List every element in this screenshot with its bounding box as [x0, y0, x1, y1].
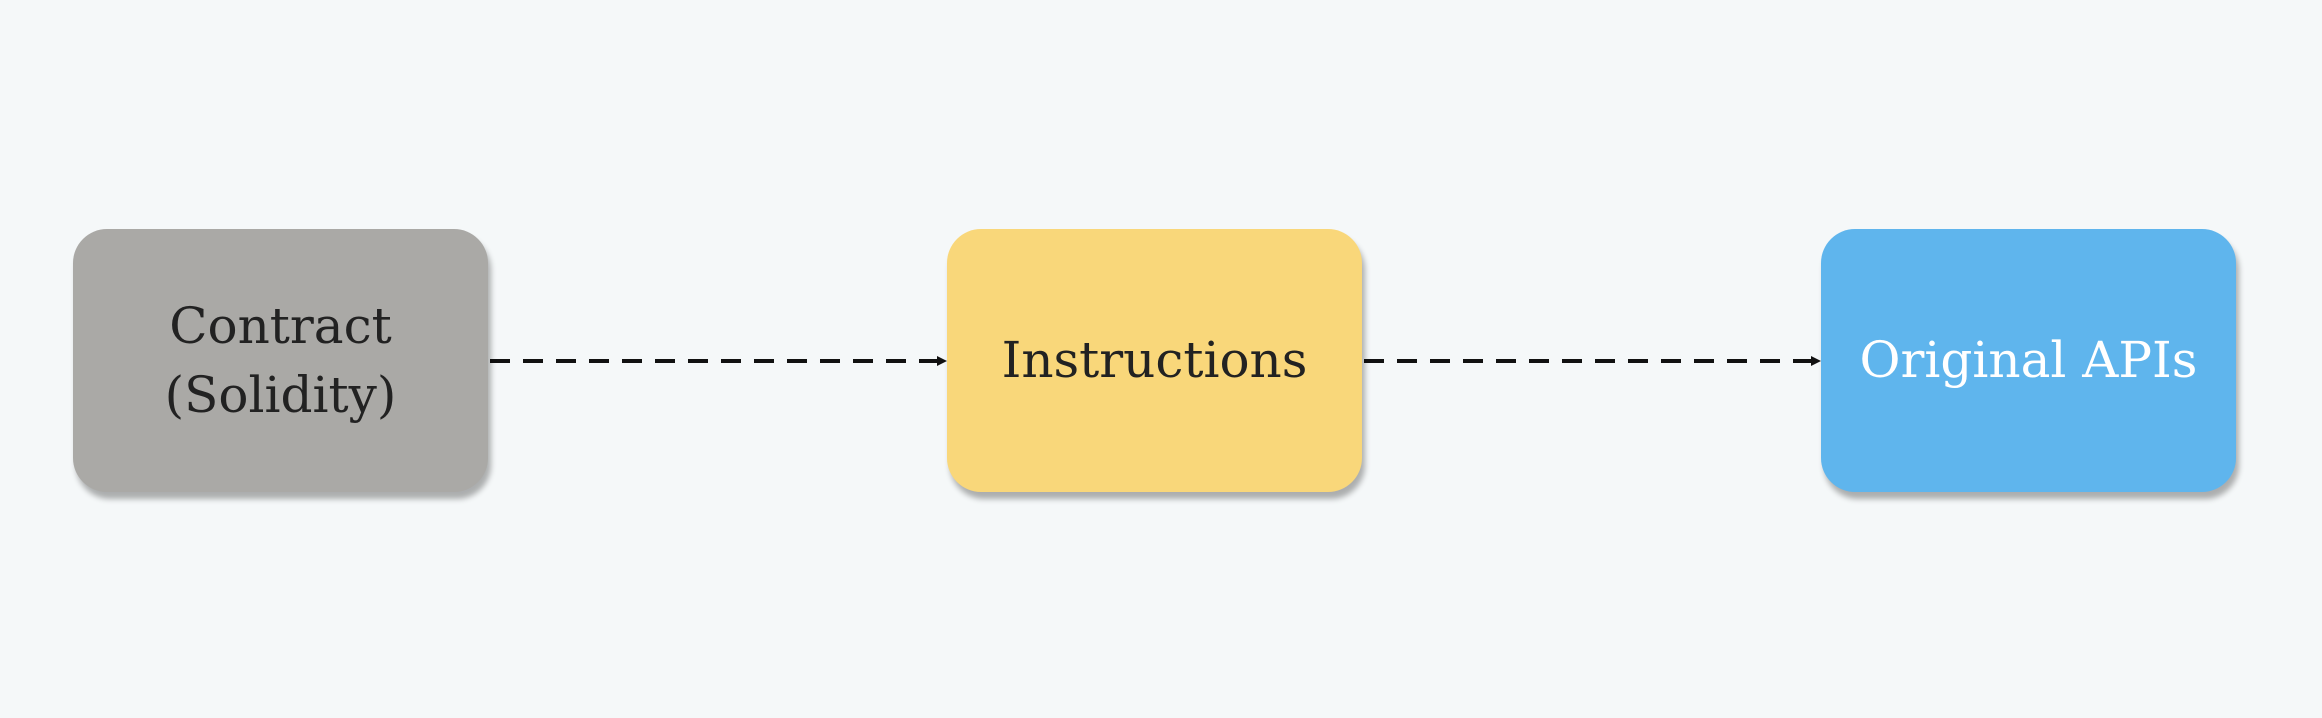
node-original-apis: Original APIs — [1821, 229, 2236, 492]
node-contract: Contract (Solidity) — [73, 229, 488, 492]
node-original-apis-label: Original APIs — [1859, 331, 2198, 389]
node-instructions: Instructions — [947, 229, 1362, 492]
node-instructions-label: Instructions — [1001, 331, 1308, 389]
node-contract-label: Contract (Solidity) — [164, 296, 397, 424]
